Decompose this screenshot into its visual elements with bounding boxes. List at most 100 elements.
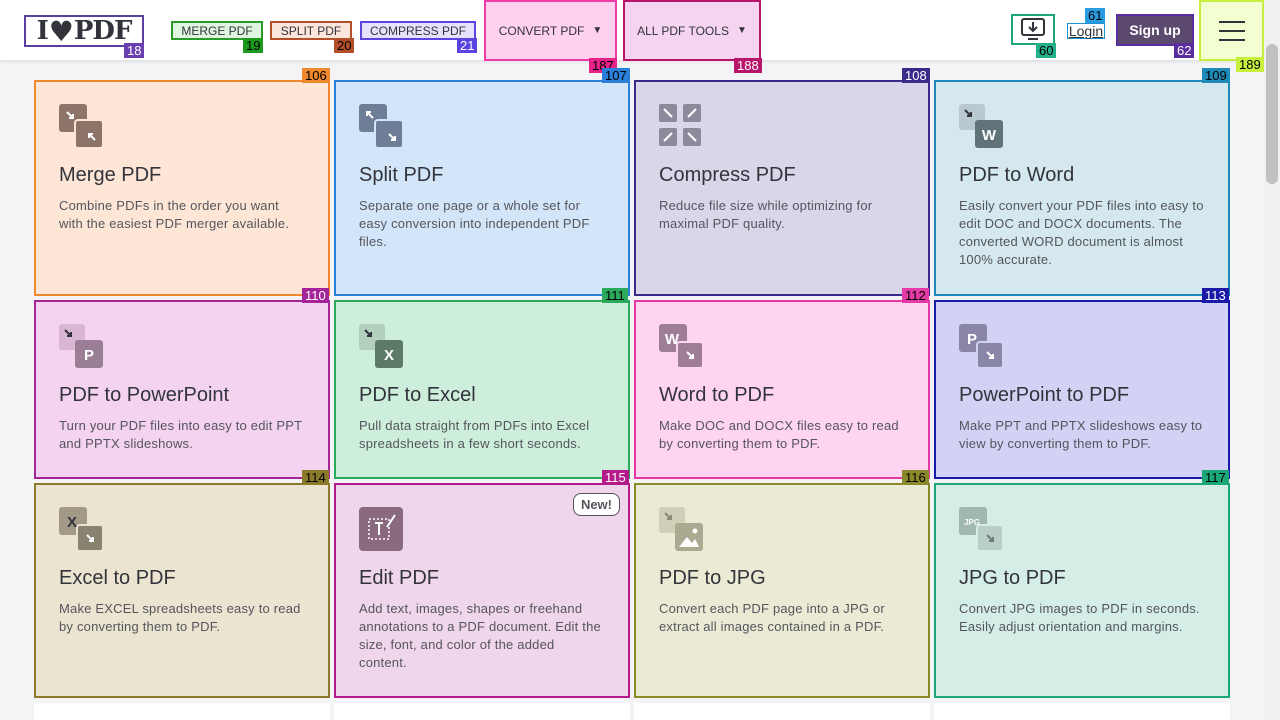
pdf-to-word-icon: W: [959, 104, 1003, 148]
tool-description: Combine PDFs in the order you want with …: [59, 198, 290, 231]
top-header: I ♥ PDF 18 MERGE PDF 19 SPLIT PDF 20 COM…: [0, 0, 1280, 73]
tool-description: Make PPT and PPTX slideshows easy to vie…: [959, 418, 1203, 451]
tool-description: Separate one page or a whole set for eas…: [359, 198, 590, 249]
nav-compress-pdf[interactable]: COMPRESS PDF: [360, 21, 476, 40]
tag-card-109: 109: [1202, 68, 1230, 83]
tool-title: PowerPoint to PDF: [959, 384, 1130, 406]
hamburger-menu-button[interactable]: [1199, 0, 1264, 61]
tag-card-106: 106: [302, 68, 330, 83]
tool-title: PDF to PowerPoint: [59, 384, 230, 406]
tag-split: 20: [334, 38, 355, 53]
tool-title: JPG to PDF: [959, 567, 1066, 589]
tool-title: Merge PDF: [59, 164, 162, 186]
tag-card-112: 112: [902, 288, 929, 303]
login-link[interactable]: Login: [1067, 23, 1105, 39]
logo-text-right: PDF: [73, 16, 133, 46]
tag-card-110: 110: [302, 288, 329, 303]
tool-card-stub[interactable]: [934, 703, 1230, 720]
desktop-download-button[interactable]: [1011, 14, 1055, 45]
tag-logo: 18: [124, 43, 145, 58]
nav-all-pdf-tools[interactable]: ALL PDF TOOLS ▼: [623, 0, 761, 61]
tool-card-pdf-to-powerpoint[interactable]: P PDF to PowerPoint Turn your PDF files …: [34, 300, 330, 479]
pdf-to-excel-icon: X: [359, 324, 403, 368]
edit-pdf-icon: [359, 507, 403, 551]
tool-card-compress-pdf[interactable]: Compress PDF Reduce file size while opti…: [634, 80, 930, 296]
tag-card-115: 115: [602, 470, 629, 485]
tool-description: Easily convert your PDF files into easy …: [959, 198, 1204, 267]
tool-description: Convert each PDF page into a JPG or extr…: [659, 601, 885, 634]
pdf-to-powerpoint-icon: P: [59, 324, 103, 368]
tag-download: 60: [1036, 43, 1057, 58]
convert-label: CONVERT PDF: [498, 23, 585, 38]
jpg-to-pdf-icon: JPG: [959, 507, 1004, 552]
letter-p: P: [84, 347, 94, 364]
nav-split-pdf[interactable]: SPLIT PDF: [270, 21, 352, 40]
tag-card-114: 114: [302, 470, 329, 485]
tool-description: Add text, images, shapes or freehand ann…: [359, 601, 601, 670]
ilovepdf-logo[interactable]: I ♥ PDF: [24, 14, 144, 48]
chevron-down-icon: ▼: [592, 25, 603, 36]
logo-text-left: I: [36, 16, 49, 46]
tool-card-pdf-to-excel[interactable]: X PDF to Excel Pull data straight from P…: [334, 300, 630, 479]
tag-card-108: 108: [902, 68, 930, 83]
download-icon: [1021, 17, 1045, 40]
tool-description: Make DOC and DOCX files easy to read by …: [659, 418, 899, 451]
scrollbar-thumb[interactable]: [1266, 44, 1278, 184]
tool-title: Word to PDF: [659, 384, 775, 406]
tool-card-jpg-to-pdf[interactable]: JPG JPG to PDF Convert JPG images to PDF…: [934, 483, 1230, 698]
tool-title: PDF to Excel: [359, 384, 476, 406]
tool-description: Turn your PDF files into easy to edit PP…: [59, 418, 303, 451]
tag-card-117: 117: [1202, 470, 1229, 485]
tag-signup: 62: [1174, 43, 1195, 58]
tool-card-pdf-to-word[interactable]: W PDF to Word Easily convert your PDF fi…: [934, 80, 1230, 296]
tool-title: Compress PDF: [659, 164, 796, 186]
tag-merge: 19: [243, 38, 264, 53]
tool-description: Reduce file size while optimizing for ma…: [659, 198, 873, 231]
letter-w: W: [665, 331, 680, 348]
tool-card-excel-to-pdf[interactable]: X Excel to PDF Make EXCEL spreadsheets e…: [34, 483, 330, 698]
excel-to-pdf-icon: X: [59, 507, 104, 552]
tag-card-116: 116: [902, 470, 929, 485]
merge-icon: [59, 104, 104, 149]
tag-login: 61: [1085, 8, 1106, 23]
tool-description: Convert JPG images to PDF in seconds. Ea…: [959, 601, 1200, 634]
word-to-pdf-icon: W: [659, 324, 704, 369]
tag-all-tools: 188: [734, 58, 762, 73]
tool-card-stub[interactable]: [334, 703, 630, 720]
split-icon: [359, 104, 404, 149]
tool-card-word-to-pdf[interactable]: W Word to PDF Make DOC and DOCX files ea…: [634, 300, 930, 479]
letter-x: X: [67, 514, 77, 531]
page-scrollbar[interactable]: [1264, 0, 1280, 720]
letter-x: X: [384, 347, 394, 364]
tool-title: Excel to PDF: [59, 567, 176, 589]
nav-merge-pdf[interactable]: MERGE PDF: [171, 21, 263, 40]
tool-title: Split PDF: [359, 164, 444, 186]
tag-compress: 21: [457, 38, 478, 53]
tool-description: Make EXCEL spreadsheets easy to read by …: [59, 601, 301, 634]
chevron-down-icon: ▼: [736, 25, 747, 36]
tool-card-split-pdf[interactable]: Split PDF Separate one page or a whole s…: [334, 80, 630, 296]
letter-w: W: [982, 127, 997, 144]
all-tools-label: ALL PDF TOOLS: [637, 23, 729, 38]
hamburger-icon: [1218, 20, 1245, 41]
tag-card-107: 107: [602, 68, 630, 83]
signup-button[interactable]: Sign up: [1116, 14, 1194, 46]
tool-card-merge-pdf[interactable]: Merge PDF Combine PDFs in the order you …: [34, 80, 330, 296]
powerpoint-to-pdf-icon: P: [959, 324, 1004, 369]
tag-menu: 189: [1236, 57, 1264, 72]
nav-convert-pdf[interactable]: CONVERT PDF ▼: [484, 0, 617, 61]
compress-icon: [659, 104, 701, 146]
tool-card-stub[interactable]: [634, 703, 930, 720]
pdf-to-jpg-icon: [659, 507, 703, 551]
new-badge: New!: [572, 493, 620, 516]
letter-p: P: [967, 331, 977, 348]
tool-title: PDF to Word: [959, 164, 1075, 186]
tool-description: Pull data straight from PDFs into Excel …: [359, 418, 590, 451]
tool-title: PDF to JPG: [659, 567, 766, 589]
tag-card-111: 111: [602, 288, 628, 303]
tool-card-stub[interactable]: [34, 703, 330, 720]
heart-icon: ♥: [48, 14, 74, 48]
tool-card-pdf-to-jpg[interactable]: PDF to JPG Convert each PDF page into a …: [634, 483, 930, 698]
tool-card-powerpoint-to-pdf[interactable]: P PowerPoint to PDF Make PPT and PPTX sl…: [934, 300, 1230, 479]
tool-card-edit-pdf[interactable]: New! Edit PDF Add text, images, shapes o…: [334, 483, 630, 698]
